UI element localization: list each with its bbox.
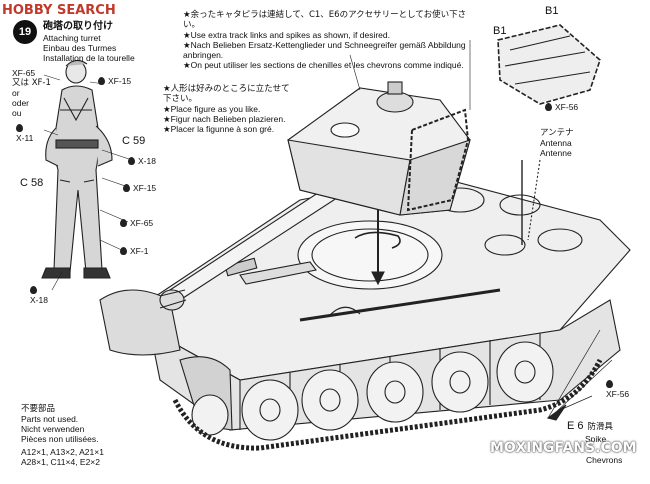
step-number-badge: 19 [13, 20, 37, 44]
note-figure: ★人形は好みのところに立たせて下さい。 ★Place figure as you… [163, 84, 290, 134]
paint-callout-x18-bottom: X-18 [30, 286, 48, 305]
paint-callout-xf15-bottom: XF-15 [123, 183, 156, 193]
road-wheels [191, 341, 554, 441]
unused-parts-box: 不要部品 Parts not used. Nicht verwenden Piè… [21, 404, 104, 467]
antenna-en: Antenna [540, 138, 572, 148]
paint-code: XF-1 [130, 246, 149, 256]
rotation-arrow [354, 231, 401, 249]
paint-code: X-18 [138, 156, 156, 166]
note-tracks-jp: 余ったキャタピラは連結して、C1、E6のアクセサリーとしてお使い下さい。 [183, 10, 467, 30]
note-tracks-de: Nach Belieben Ersatz-Kettenglieder und S… [183, 40, 466, 60]
step-title-fr: Installation de la tourelle [43, 53, 135, 63]
paint-drop-icon [30, 286, 37, 294]
paint-callout-xf56-top: XF-56 [545, 102, 578, 112]
note-figure-jp: 人形は好みのところに立たせて下さい。 [163, 84, 290, 104]
paint-code: XF-15 [133, 183, 157, 193]
turret [287, 81, 471, 216]
note-figure-en: Place figure as you like. [170, 104, 261, 114]
paint-code: XF-56 [555, 102, 579, 112]
step-title-en: Attaching turret [43, 33, 101, 43]
paint-drop-icon [545, 103, 552, 111]
part-e6-label: E 6 防滑具 [567, 420, 614, 433]
install-arrowhead [371, 271, 385, 286]
unused-en: Parts not used. [21, 414, 79, 424]
part-b1-side: B1 [493, 25, 507, 37]
figure-soldier [41, 59, 113, 279]
paint-code: XF-65 [12, 68, 36, 78]
antenna-jp: アンテナ [540, 128, 574, 138]
part-c59: C 59 [122, 135, 146, 147]
spike-part [546, 404, 567, 421]
paint-code: XF-65 [130, 218, 154, 228]
part-c58: C 58 [20, 177, 44, 189]
watermark-top: HOBBY SEARCH [2, 3, 116, 18]
paint-code: X-18 [30, 295, 48, 305]
or-jp: 又は [12, 78, 30, 88]
unused-jp: 不要部品 [21, 404, 56, 414]
part-e6-spike: Spike [585, 434, 607, 444]
unused-list-2: A28×1, C11×4, E2×2 [21, 457, 101, 467]
paint-drop-icon [123, 184, 130, 192]
paint-drop-icon [606, 380, 613, 388]
paint-callout-xf65-bottom: XF-65 [120, 218, 153, 228]
or-de: oder [12, 98, 30, 108]
paint-code: XF-56 [606, 389, 630, 399]
paint-drop-icon [16, 124, 23, 132]
paint-drop-icon [98, 77, 105, 85]
watermark-bottom: MOXINGFANS.COM [490, 440, 637, 456]
paint-callout-xf15-top: XF-15 [98, 76, 131, 86]
paint-callout-xf1-bottom: XF-1 [120, 246, 148, 256]
note-tracks-fr: On peut utiliser les sections de chenill… [190, 60, 464, 70]
track [172, 358, 603, 451]
note-tracks-en: Use extra track links and spikes as show… [190, 30, 390, 40]
step-title-de: Einbau des Turmes [43, 43, 117, 53]
paint-callout-xf65-or-xf1: XF-65 又は XF-1 or oder ou [12, 68, 51, 118]
unused-de: Nicht verwenden [21, 424, 85, 434]
part-e6-chevrons: Chevrons [586, 455, 623, 465]
step-number: 19 [18, 26, 32, 38]
note-figure-fr: Placer la figunne à son gré. [170, 124, 275, 134]
paint-drop-icon [120, 219, 127, 227]
note-figure-de: Figur nach Belieben plazieren. [170, 114, 286, 124]
paint-drop-icon [120, 247, 127, 255]
watermark-top-text: HOBBY SEARCH [2, 3, 116, 18]
unused-list-1: A12×1, A13×2, A21×1 [21, 447, 104, 457]
unused-fr: Pièces non utilisées. [21, 434, 99, 444]
antenna-label: アンテナ Antenna Antenne [540, 128, 574, 158]
paint-callout-xf56-bottom: XF-56 [606, 380, 629, 399]
note-tracks: ★余ったキャタピラは連結して、C1、E6のアクセサリーとしてお使い下さい。 ★U… [183, 10, 467, 70]
part-e6-jp: 防滑具 [587, 422, 614, 432]
part-e6-code: E 6 [567, 420, 584, 432]
step-title-jp: 砲塔の取り付け [43, 21, 113, 32]
paint-callout-x18-top: X-18 [128, 156, 156, 166]
or-en: or [12, 88, 20, 98]
paint-callout-x11: X-11 [16, 124, 33, 143]
paint-code: XF-1 [31, 78, 51, 88]
paint-drop-icon [128, 157, 135, 165]
antenna-de: Antenne [540, 148, 572, 158]
or-fr: ou [12, 108, 22, 118]
part-b1-top: B1 [545, 5, 559, 17]
paint-code: X-11 [16, 133, 34, 143]
paint-code: XF-15 [108, 76, 132, 86]
spare-track-links [497, 24, 601, 105]
